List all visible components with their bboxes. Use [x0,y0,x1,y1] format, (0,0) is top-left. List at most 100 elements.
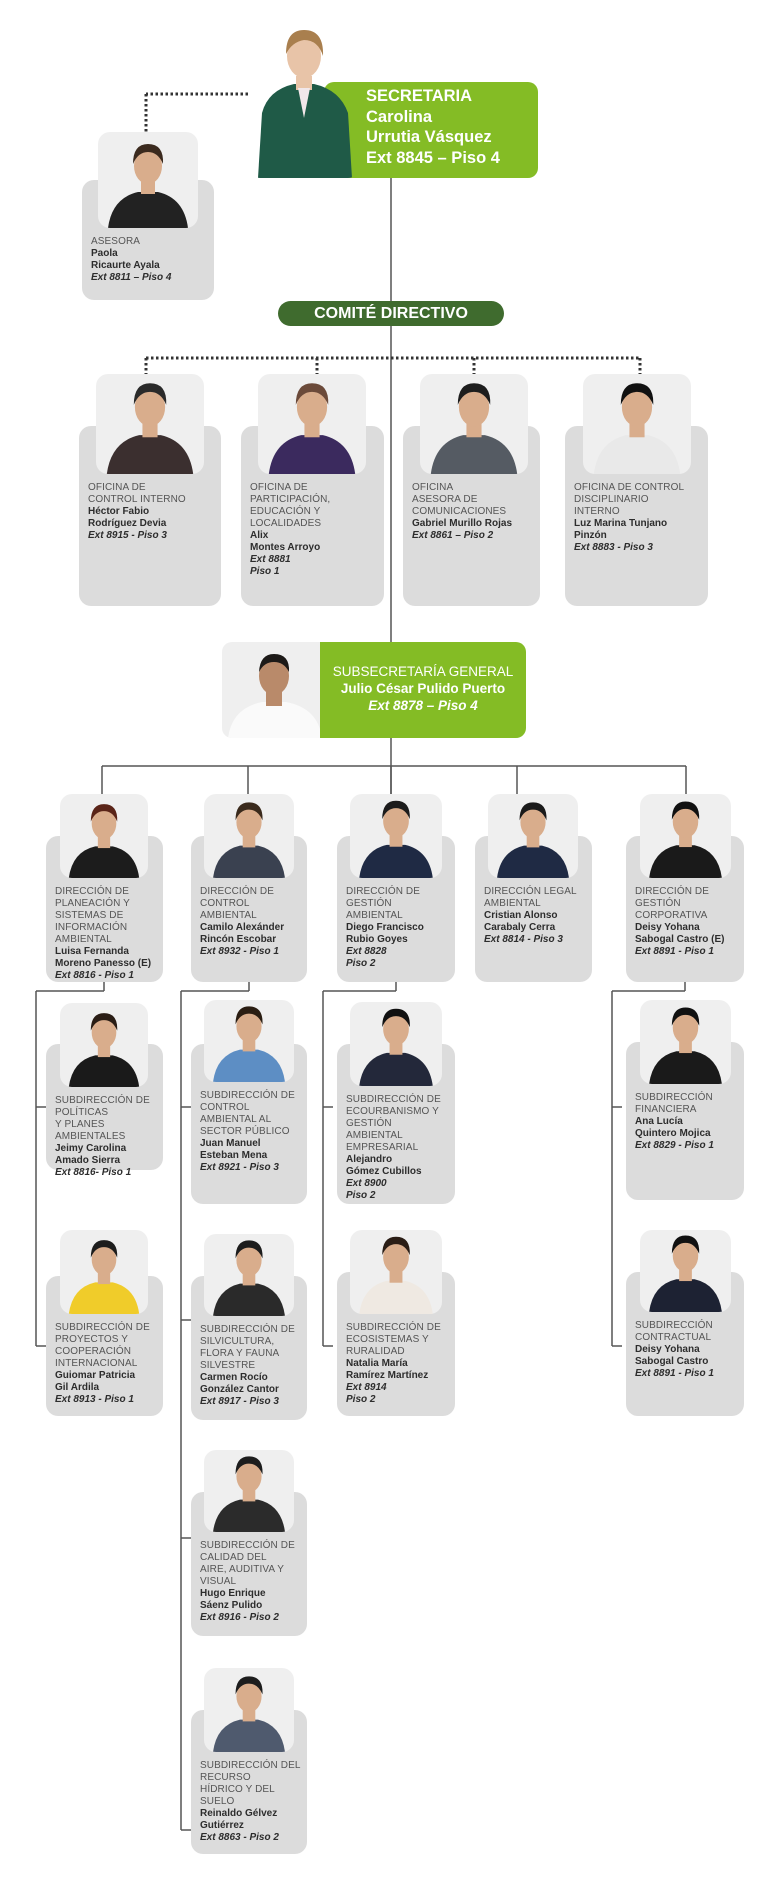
person-photo [350,794,442,878]
card-text: SUBDIRECCIÓN DE POLÍTICAS Y PLANES AMBIE… [55,1095,160,1179]
card-text: DIRECCIÓN DE PLANEACIÓN Y SISTEMAS DE IN… [55,886,160,982]
person-photo [640,1230,731,1312]
card-ext: Ext 8914 Piso 2 [346,1382,387,1405]
card-name: Reinaldo Gélvez Gutiérrez [200,1808,278,1831]
card-name: Deisy Yohana Sabogal Castro [635,1344,709,1367]
card-title: SUBDIRECCIÓN CONTRACTUAL [635,1320,713,1343]
person-photo [60,1003,148,1087]
card-title: SUBDIRECCIÓN DE ECOURBANISMO Y GESTIÓN A… [346,1094,441,1153]
card-name: Alejandro Gómez Cubillos [346,1154,422,1177]
card-text: SUBDIRECCIÓN DE ECOURBANISMO Y GESTIÓN A… [346,1094,452,1202]
card-name: Gabriel Murillo Rojas [412,518,513,529]
card-name: Héctor Fabio Rodríguez Devia [88,506,167,529]
secretaria-text: SECRETARIA Carolina Urrutia Vásquez Ext … [366,86,500,168]
person-photo [640,1000,731,1084]
card-name: Alix Montes Arroyo [250,530,321,553]
card-name: Ana Lucía Quintero Mojica [635,1116,711,1139]
card-text: SUBDIRECCIÓN DE SILVICULTURA, FLORA Y FA… [200,1324,304,1408]
person-photo [204,794,294,878]
secretaria-title: SECRETARIA [366,87,473,105]
card-ext: Ext 8921 - Piso 3 [200,1162,279,1173]
card-text: OFICINA DE CONTROL DISCIPLINARIO INTERNO… [574,482,705,554]
card-name: Diego Francisco Rubio Goyes [346,922,424,945]
secretaria-name-1: Carolina [366,107,433,126]
card-title: SUBDIRECCIÓN DE ECOSISTEMAS Y RURALIDAD [346,1322,441,1357]
card-name: Deisy Yohana Sabogal Castro (E) [635,922,725,945]
person-photo [488,794,578,878]
person-photo [350,1002,442,1086]
secretaria-photo [248,18,360,178]
card-name: Juan Manuel Esteban Mena [200,1138,268,1161]
card-ext: Ext 8828 Piso 2 [346,946,387,969]
card-ext: Ext 8881 Piso 1 [250,554,291,577]
card-text: SUBDIRECCIÓN DE CALIDAD DEL AIRE, AUDITI… [200,1540,304,1624]
card-title: ASESORA [91,236,141,247]
person-photo [583,374,691,474]
card-ext: Ext 8814 - Piso 3 [484,934,563,945]
card-title: SUBDIRECCIÓN DE CALIDAD DEL AIRE, AUDITI… [200,1540,295,1587]
card-ext: Ext 8913 - Piso 1 [55,1394,134,1405]
card-ext: Ext 8816- Piso 1 [55,1167,132,1178]
card-ext: Ext 8900 Piso 2 [346,1178,387,1201]
card-name: Luisa Fernanda Moreno Panesso (E) [55,946,152,969]
card-title: SUBDIRECCIÓN DE POLÍTICAS Y PLANES AMBIE… [55,1095,150,1142]
person-photo [420,374,528,474]
card-ext: Ext 8816 - Piso 1 [55,970,134,981]
card-text: OFICINA DE PARTICIPACIÓN, EDUCACIÓN Y LO… [250,482,381,578]
card-ext: Ext 8916 - Piso 2 [200,1612,279,1623]
subsecretaria-box [320,642,526,738]
person-photo [350,1230,442,1314]
card-title: SUBDIRECCIÓN DE SILVICULTURA, FLORA Y FA… [200,1324,295,1371]
card-title: DIRECCIÓN DE PLANEACIÓN Y SISTEMAS DE IN… [55,886,130,945]
card-name: Hugo Enrique Sáenz Pulido [200,1588,266,1611]
person-photo [60,794,148,878]
person-photo [204,1668,294,1752]
person-photo [98,132,198,228]
person-photo [96,374,204,474]
card-ext: Ext 8829 - Piso 1 [635,1140,714,1151]
card-title: SUBDIRECCIÓN DE PROYECTOS Y COOPERACIÓN … [55,1322,150,1369]
card-ext: Ext 8861 – Piso 2 [412,530,494,541]
card-title: OFICINA DE PARTICIPACIÓN, EDUCACIÓN Y LO… [250,482,331,529]
comite-directivo-label: COMITÉ DIRECTIVO [278,301,504,326]
card-title: OFICINA ASESORA DE COMUNICACIONES [412,482,507,517]
card-text: SUBDIRECCIÓN DEL RECURSO HÍDRICO Y DEL S… [200,1760,304,1844]
subsecretaria-ext: Ext 8878 – Piso 4 [368,698,478,713]
card-ext: Ext 8915 - Piso 3 [88,530,167,541]
secretaria-name-2: Urrutia Vásquez [366,128,492,146]
person-photo [204,1234,294,1316]
card-title: DIRECCIÓN DE GESTIÓN CORPORATIVA [635,886,709,921]
card-name: Guiomar Patricia Gil Ardila [55,1370,136,1393]
person-photo [204,1000,294,1082]
card-name: Carmen Rocío González Cantor [200,1372,279,1395]
person-photo [60,1230,148,1314]
card-ext: Ext 8917 - Piso 3 [200,1396,279,1407]
card-title: DIRECCIÓN DE GESTIÓN AMBIENTAL [346,886,420,921]
card-name: Camilo Alexánder Rincón Escobar [200,922,285,945]
person-photo [640,794,731,878]
card-ext: Ext 8863 - Piso 2 [200,1832,279,1843]
secretaria-box [324,82,538,178]
card-name: Paola Ricaurte Ayala [91,248,160,271]
card-title: SUBDIRECCIÓN FINANCIERA [635,1092,713,1115]
card-title: SUBDIRECCIÓN DE CONTROL AMBIENTAL AL SEC… [200,1090,295,1137]
card-name: Luz Marina Tunjano Pinzón [574,518,668,541]
card-title: SUBDIRECCIÓN DEL RECURSO HÍDRICO Y DEL S… [200,1760,301,1807]
subsecretaria-photo [222,642,326,738]
subsecretaria-text: SUBSECRETARÍA GENERAL Julio César Pulido… [320,663,526,714]
subsecretaria-name: Julio César Pulido Puerto [340,681,506,696]
card-title: DIRECCIÓN LEGAL AMBIENTAL [484,886,577,909]
subsecretaria-title: SUBSECRETARÍA GENERAL [332,664,514,679]
card-text: SUBDIRECCIÓN DE CONTROL AMBIENTAL AL SEC… [200,1090,304,1174]
person-photo [258,374,366,474]
card-ext: Ext 8891 - Piso 1 [635,946,714,957]
